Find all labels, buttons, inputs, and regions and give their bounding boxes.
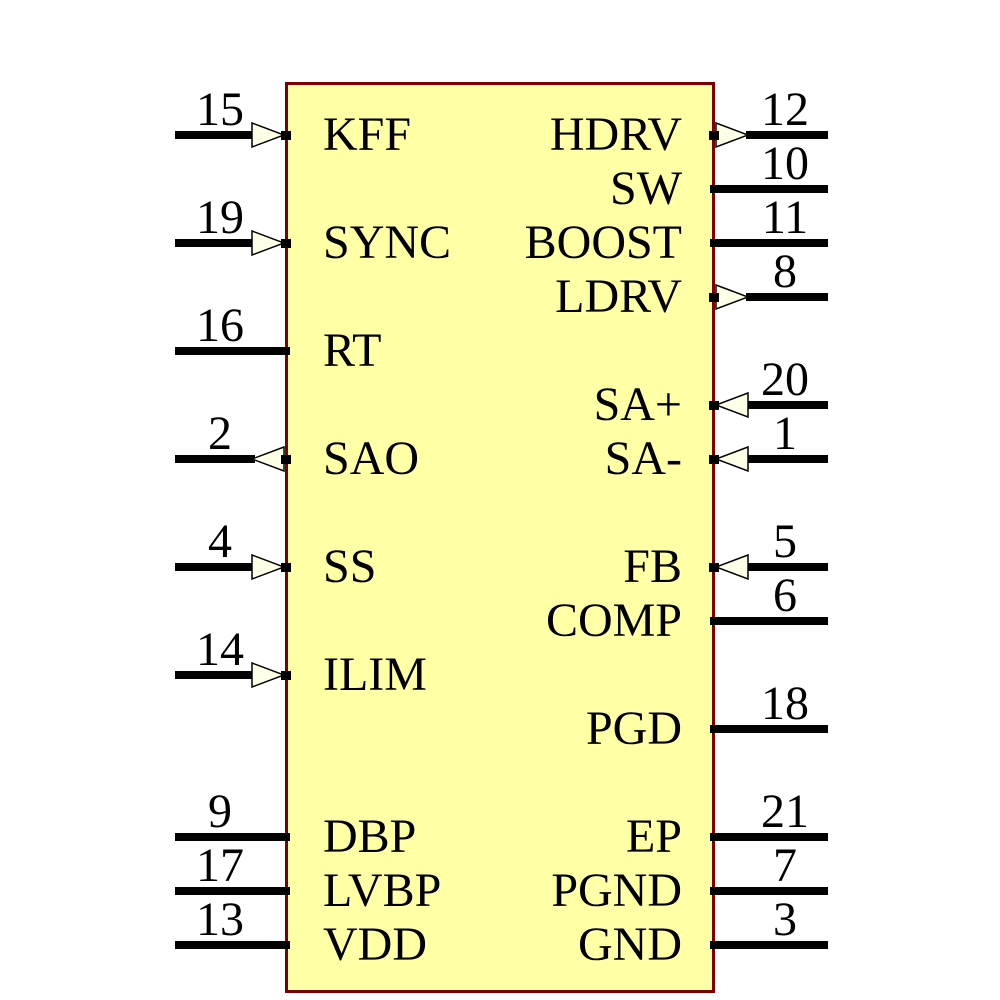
pin-connection-nub xyxy=(281,563,291,572)
input-arrow-icon xyxy=(713,391,749,419)
pin-number: 20 xyxy=(761,353,809,406)
pin-line[interactable] xyxy=(175,239,255,247)
pin-number: 11 xyxy=(761,191,809,244)
pin-label: COMP xyxy=(545,594,682,647)
input-arrow-icon xyxy=(251,121,287,149)
pin-label: PGND xyxy=(551,864,682,917)
pin-line[interactable] xyxy=(175,131,255,139)
pin-number: 6 xyxy=(773,569,797,622)
pin-line[interactable] xyxy=(175,887,290,895)
pin-number: 12 xyxy=(761,83,809,136)
pin-line[interactable] xyxy=(746,293,828,301)
pin-line[interactable] xyxy=(175,833,290,841)
pin-label: VDD xyxy=(323,918,427,971)
pin-number: 21 xyxy=(761,785,809,838)
pin-label: LVBP xyxy=(323,864,442,917)
pin-label: PGD xyxy=(585,702,682,755)
pin-number: 9 xyxy=(208,785,232,838)
pin-line[interactable] xyxy=(710,617,828,625)
input-arrow-icon xyxy=(251,229,287,257)
pin-line[interactable] xyxy=(710,887,828,895)
pin-connection-nub xyxy=(709,563,719,572)
pin-label: SW xyxy=(610,162,682,215)
pin-line[interactable] xyxy=(175,941,290,949)
pin-label: ILIM xyxy=(323,648,427,701)
output-arrow-icon xyxy=(715,283,751,311)
pin-number: 10 xyxy=(761,137,809,190)
pin-label: SA- xyxy=(604,432,682,485)
pin-label: EP xyxy=(625,810,682,863)
pin-label: SA+ xyxy=(593,378,682,431)
pin-number: 5 xyxy=(773,515,797,568)
pin-line[interactable] xyxy=(175,347,290,355)
pin-number: 13 xyxy=(196,893,244,946)
pin-number: 2 xyxy=(208,407,232,460)
pin-label: SS xyxy=(323,540,377,593)
pin-number: 19 xyxy=(196,191,244,244)
pin-connection-nub xyxy=(281,239,291,248)
pin-number: 3 xyxy=(773,893,797,946)
input-arrow-icon xyxy=(713,553,749,581)
input-arrow-icon xyxy=(251,553,287,581)
pin-line[interactable] xyxy=(710,941,828,949)
pin-number: 7 xyxy=(773,839,797,892)
output-arrow-icon xyxy=(249,445,285,473)
pin-connection-nub xyxy=(281,671,291,680)
pin-connection-nub xyxy=(281,131,291,140)
pin-line[interactable] xyxy=(746,131,828,139)
pin-line[interactable] xyxy=(746,401,828,409)
pin-number: 14 xyxy=(196,623,244,676)
pin-line[interactable] xyxy=(175,671,255,679)
pin-number: 15 xyxy=(196,83,244,136)
pin-label: LDRV xyxy=(555,270,682,323)
ic-body[interactable] xyxy=(285,82,715,993)
pin-line[interactable] xyxy=(175,563,255,571)
pin-line[interactable] xyxy=(746,455,828,463)
pin-label: BOOST xyxy=(524,216,682,269)
pin-line[interactable] xyxy=(710,185,828,193)
pin-connection-nub xyxy=(709,455,719,464)
pin-number: 17 xyxy=(196,839,244,892)
input-arrow-icon xyxy=(713,445,749,473)
pin-label: HDRV xyxy=(549,108,682,161)
pin-line[interactable] xyxy=(710,725,828,733)
pin-label: FB xyxy=(623,540,682,593)
pin-connection-nub xyxy=(281,455,291,464)
pin-number: 8 xyxy=(773,245,797,298)
pin-number: 18 xyxy=(761,677,809,730)
pin-number: 1 xyxy=(773,407,797,460)
pin-label: GND xyxy=(578,918,682,971)
pin-line[interactable] xyxy=(710,833,828,841)
pin-label: KFF xyxy=(323,108,412,161)
pin-connection-nub xyxy=(709,293,719,302)
pin-line[interactable] xyxy=(175,455,255,463)
pin-number: 4 xyxy=(208,515,232,568)
pin-connection-nub xyxy=(709,401,719,410)
pin-label: SAO xyxy=(323,432,420,485)
pin-line[interactable] xyxy=(710,239,828,247)
pin-connection-nub xyxy=(709,131,719,140)
pin-label: SYNC xyxy=(323,216,452,269)
input-arrow-icon xyxy=(251,661,287,689)
pin-number: 16 xyxy=(196,299,244,352)
pin-label: RT xyxy=(323,324,382,377)
pin-line[interactable] xyxy=(746,563,828,571)
pin-label: DBP xyxy=(323,810,417,863)
